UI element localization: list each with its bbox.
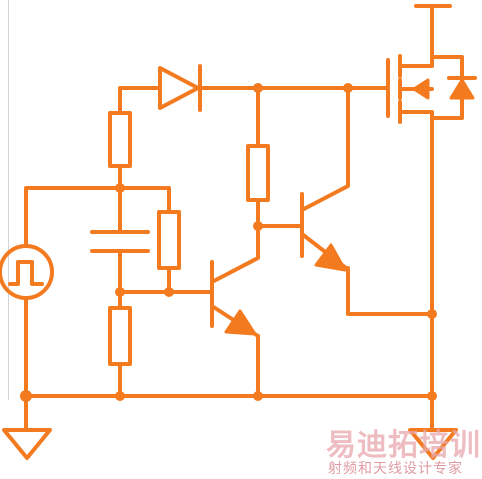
junction-dot: [427, 309, 437, 319]
transistor-upper: [300, 86, 434, 316]
resistor-parallel: [118, 186, 181, 294]
emitter-arrow-upper: [314, 243, 347, 272]
mosfet: [386, 4, 477, 398]
ground-symbol-right: [408, 394, 458, 460]
square-wave-source: [0, 186, 122, 398]
left-edge-line: [8, 0, 9, 400]
emitter-arrow-lower: [224, 309, 257, 336]
ground-symbol-left: [2, 394, 52, 460]
watermark-title: 易迪拓培训: [326, 428, 481, 463]
transistor-lower: [210, 224, 260, 398]
capacitor: [90, 186, 150, 294]
junction-dot: [253, 221, 263, 231]
resistor-top-left: [108, 86, 162, 190]
diode: [158, 64, 388, 112]
square-wave-icon: [8, 260, 44, 286]
junction-dot: [253, 83, 263, 93]
resistor-middle: [246, 86, 302, 228]
body-diode: [449, 78, 475, 100]
junction-dot: [115, 287, 125, 297]
junction-dot: [115, 391, 125, 401]
junction-dot: [343, 83, 353, 93]
junction-dot: [164, 287, 174, 297]
junction-dot: [115, 183, 125, 193]
resistor-bottom-left: [108, 290, 132, 398]
junction-dot: [253, 391, 263, 401]
junction-dot: [20, 390, 32, 402]
mosfet-arrow: [412, 78, 430, 100]
watermark-subtitle: 射频和天线设计专家: [328, 461, 463, 477]
junction-dot: [427, 391, 437, 401]
